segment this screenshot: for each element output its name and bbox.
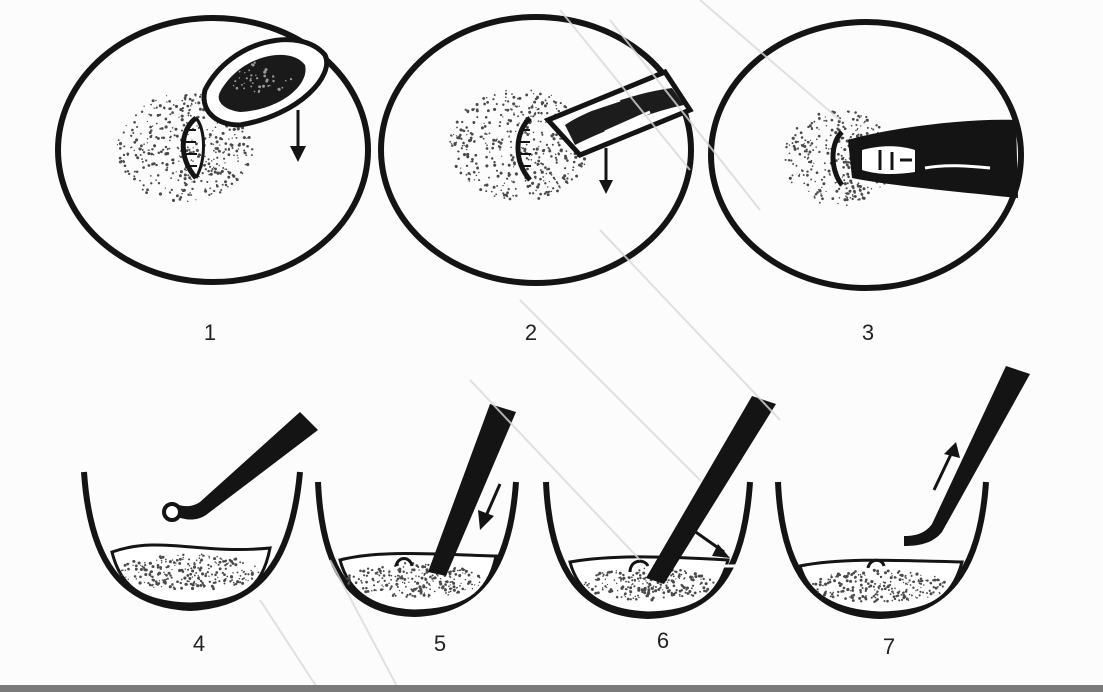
panel-5-arrow-head [478,510,494,530]
panel-2-circle-view [381,17,691,283]
panel-label-1: 1 [195,322,225,344]
panel-label-5: 5 [425,633,455,655]
panel-1-circle-view [58,18,368,282]
panel-5-cup-section [318,404,516,614]
panel-3-circle-view [711,22,1021,288]
panel-7-arrow-shaft [934,452,952,490]
panel-label-3: 3 [853,322,883,344]
panel-5-arrow-shaft [486,484,500,516]
panel-6-cup-section [546,396,776,616]
panel-label-6: 6 [648,630,678,652]
panel-label-2: 2 [516,322,546,344]
panel-label-4: 4 [184,633,214,655]
bottom-edge-bar [0,685,1103,692]
panel-6-instrument [646,396,776,584]
panel-2-arrow-head [599,180,613,194]
panel-label-7: 7 [874,636,904,658]
panel-7-cup-section [778,366,1030,616]
panel-1-arrow-head [290,146,306,162]
panel-7-instrument [904,366,1030,546]
panel-4-instrument-tip [164,504,180,520]
panel-4-cup-section [84,412,318,608]
panel-3-fragment [833,132,842,185]
panel-7-arrow-head [944,442,960,458]
